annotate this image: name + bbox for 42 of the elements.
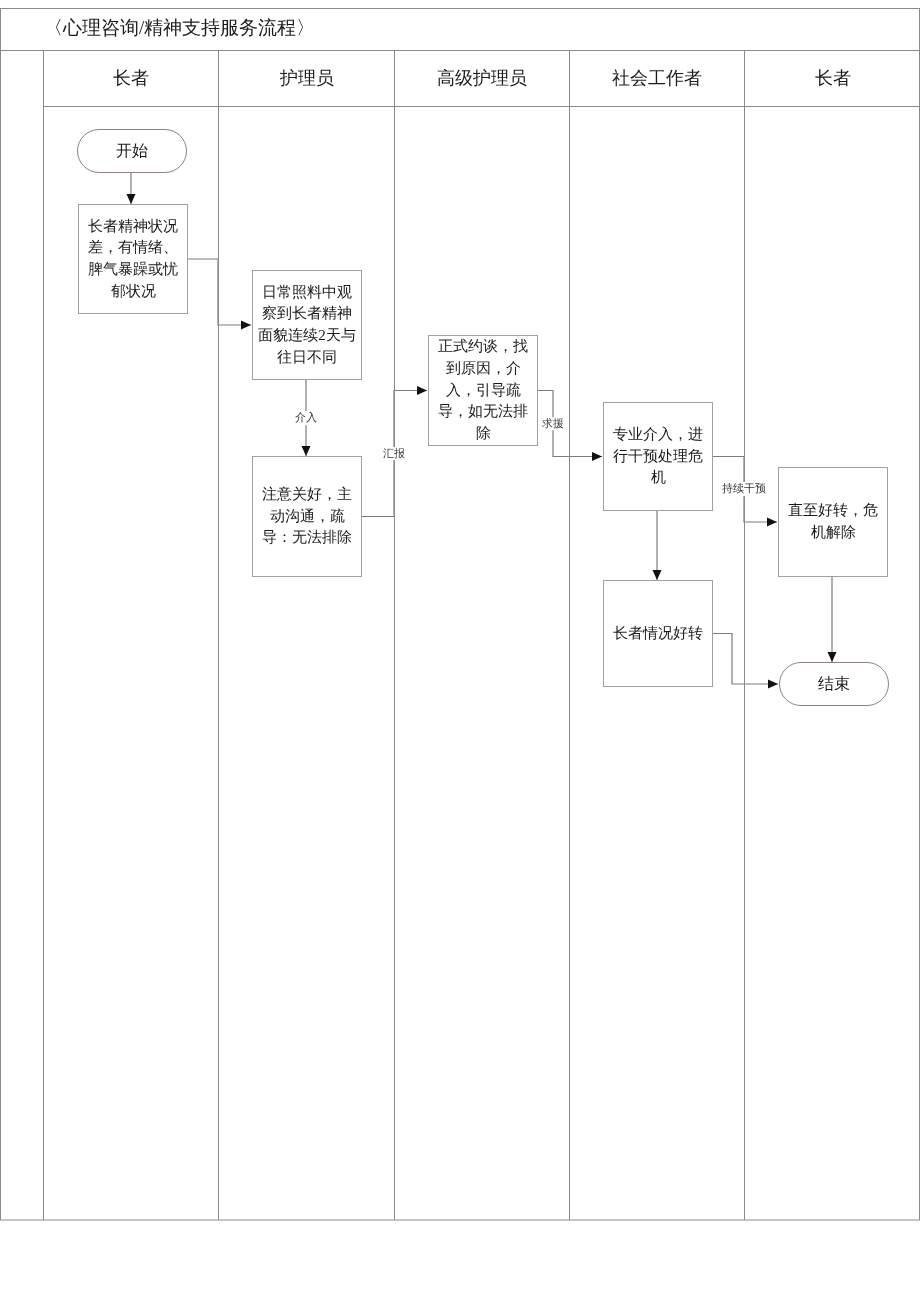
process-text: 专业介入，进行干预处理危机 [612, 424, 704, 488]
terminal-shape [779, 662, 889, 706]
lane-header: 长者 [44, 50, 218, 107]
process-box [252, 456, 362, 577]
arrow [301, 379, 311, 457]
edge-label: 求援 [541, 416, 565, 431]
arrow [186, 258, 252, 330]
process-text: 直至好转，危机解除 [787, 501, 879, 542]
process-text: 长者情况好转 [613, 623, 703, 643]
arrow [536, 389, 603, 461]
diagram-title: 〈心理咨询/精神支持服务流程〉 [44, 17, 316, 40]
swimlane [744, 50, 920, 1220]
process-box [603, 402, 713, 511]
process-box [778, 467, 888, 577]
arrow [711, 632, 779, 689]
process-box [252, 270, 362, 380]
arrow [711, 455, 778, 527]
process-box [603, 580, 713, 687]
edge-label: 汇报 [382, 446, 406, 461]
arrow [360, 386, 428, 518]
process-text: 长者精神状况差，有情绪、脾气暴躁或忧郁状况 [87, 216, 179, 301]
edge-label: 持续干预 [721, 482, 767, 497]
swimlane [43, 50, 218, 1220]
arrow [126, 172, 136, 205]
arrow [652, 510, 662, 581]
swimlane [218, 50, 394, 1220]
terminal-text: 开始 [116, 141, 148, 162]
process-text: 正式约谈，找到原因，介入，引导疏导，如无法排除 [437, 337, 529, 444]
terminal-text: 结束 [818, 674, 850, 695]
process-text: 注意关好，主动沟通，疏导：无法排除 [261, 484, 353, 548]
swimlane [569, 50, 744, 1220]
lane-header: 高级护理员 [395, 50, 569, 107]
arrow [827, 576, 837, 663]
process-box [78, 204, 188, 314]
process-text: 日常照料中观察到长者精神面貌连续2天与往日不同 [257, 282, 357, 367]
lane-header: 长者 [745, 50, 920, 107]
lane-header: 社会工作者 [570, 50, 744, 107]
edge-label: 介入 [294, 411, 318, 425]
terminal-shape [77, 129, 187, 173]
process-box [428, 335, 538, 446]
lane-header: 护理员 [219, 50, 394, 107]
swimlane [394, 50, 569, 1220]
